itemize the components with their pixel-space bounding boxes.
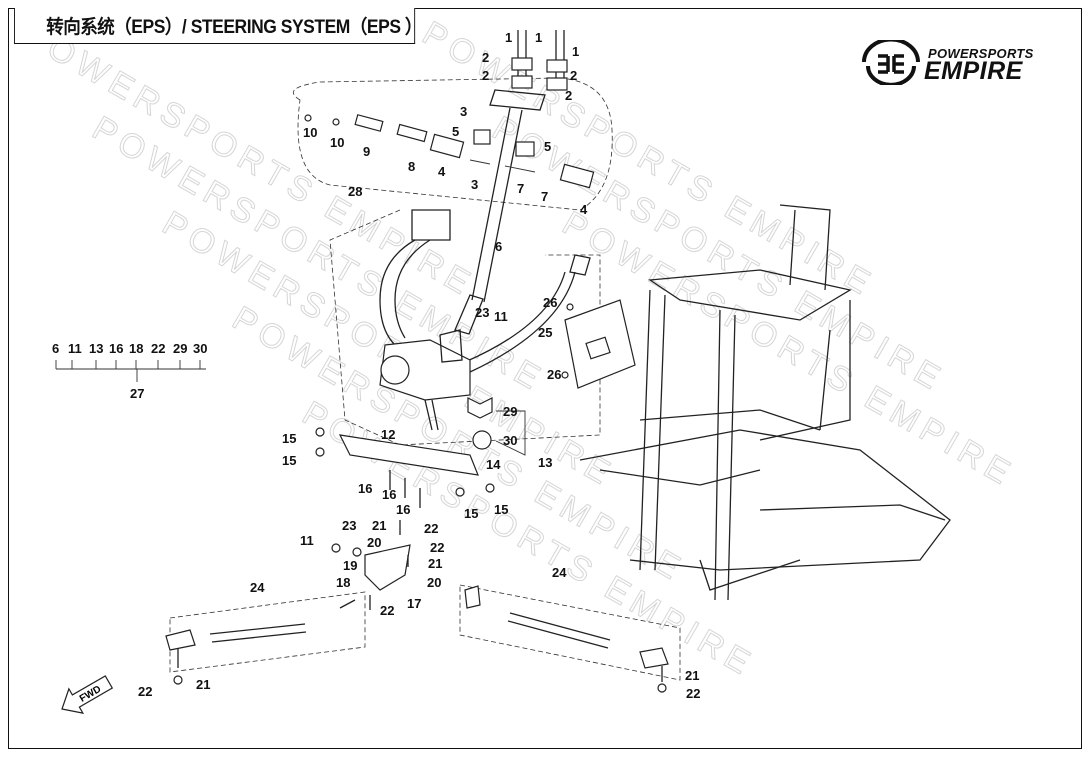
callout-15: 15 (494, 502, 508, 517)
diagram-frame (8, 8, 1082, 749)
callout-3: 3 (471, 177, 478, 192)
kit-bracket (55, 360, 206, 382)
kit-member-29: 29 (173, 341, 187, 356)
logo-line2: EMPIRE (924, 57, 1023, 85)
callout-22: 22 (380, 603, 394, 618)
kit-member-labels: 6 11 13 16 18 22 29 30 (52, 341, 207, 356)
callout-29: 29 (503, 404, 517, 419)
kit-member-30: 30 (193, 341, 207, 356)
vehicle-frame (579, 204, 951, 601)
callout-16: 16 (382, 487, 396, 502)
callout-13: 13 (538, 455, 552, 470)
callout-21: 21 (372, 518, 386, 533)
callout-21: 21 (196, 677, 210, 692)
kit-member-11: 11 (68, 341, 82, 356)
callout-15: 15 (282, 453, 296, 468)
callout-2: 2 (565, 88, 572, 103)
kit-member-22: 22 (151, 341, 165, 356)
callout-1: 1 (572, 44, 579, 59)
mounting-plate (315, 397, 526, 508)
callout-16: 16 (396, 502, 410, 517)
callout-7: 7 (517, 181, 524, 196)
title-box: 转向系统（EPS）/ STEERING SYSTEM（EPS ） (14, 8, 422, 44)
kit-member-18: 18 (129, 341, 143, 356)
callout-30: 30 (503, 433, 517, 448)
callout-25: 25 (538, 325, 552, 340)
callout-16: 16 (358, 481, 372, 496)
pitman-arm (331, 520, 411, 610)
tie-rod-left (165, 599, 356, 685)
callout-21: 21 (685, 668, 699, 683)
callout-10: 10 (303, 125, 317, 140)
callout-2: 2 (482, 50, 489, 65)
group-outline-tierod-right (459, 584, 681, 681)
callout-2: 2 (570, 68, 577, 83)
callout-20: 20 (367, 535, 381, 550)
callout-22: 22 (430, 540, 444, 555)
callout-14: 14 (486, 457, 501, 472)
callout-24: 24 (552, 565, 567, 580)
callout-28: 28 (348, 184, 362, 199)
callout-23: 23 (475, 305, 489, 320)
eps-gearbox (379, 209, 591, 431)
callout-7: 7 (541, 189, 548, 204)
kit-member-13: 13 (89, 341, 103, 356)
callout-2: 2 (482, 68, 489, 83)
group-outline-tierod-left (169, 591, 366, 673)
callout-9: 9 (363, 144, 370, 159)
logo-line1: POWERSPORTS (928, 46, 1034, 61)
eps-controller (561, 299, 636, 389)
kit-member-6: 6 (52, 341, 59, 356)
page-title: 转向系统（EPS）/ STEERING SYSTEM（EPS ） (46, 17, 422, 38)
kit-member-16: 16 (109, 341, 123, 356)
tie-rod-right (464, 585, 669, 693)
brand-logo: POWERSPORTS EMPIRE (860, 40, 1060, 85)
callout-19: 19 (343, 558, 357, 573)
callout-15: 15 (464, 506, 478, 521)
callout-26: 26 (547, 367, 561, 382)
wing-emblem-icon (862, 40, 920, 85)
callout-26: 26 (543, 295, 557, 310)
group-outline-28 (293, 77, 613, 211)
callout-22: 22 (138, 684, 152, 699)
callout-4: 4 (438, 164, 446, 179)
callout-6: 6 (495, 239, 502, 254)
callout-5: 5 (452, 124, 459, 139)
callout-1: 1 (535, 30, 542, 45)
forward-arrow-icon: FWD (61, 675, 114, 714)
callout-20: 20 (427, 575, 441, 590)
callout-21: 21 (428, 556, 442, 571)
callout-1: 1 (505, 30, 512, 45)
callout-8: 8 (408, 159, 415, 174)
group-outline-gearbox (329, 209, 601, 446)
callout-18: 18 (336, 575, 350, 590)
callout-5: 5 (544, 139, 551, 154)
kit-number-label: 27 (130, 386, 144, 401)
callout-10: 10 (330, 135, 344, 150)
callout-3: 3 (460, 104, 467, 119)
callout-24: 24 (250, 580, 265, 595)
callout-23: 23 (342, 518, 356, 533)
callout-4: 4 (580, 202, 588, 217)
callout-11: 11 (494, 309, 508, 324)
callout-15: 15 (282, 431, 296, 446)
callout-17: 17 (407, 596, 421, 611)
callout-12: 12 (381, 427, 395, 442)
column-clamp-parts (304, 114, 595, 189)
steering-column (454, 30, 568, 335)
callout-22: 22 (424, 521, 438, 536)
callout-11: 11 (300, 533, 314, 548)
fwd-label: FWD (78, 684, 103, 705)
callout-22: 22 (686, 686, 700, 701)
